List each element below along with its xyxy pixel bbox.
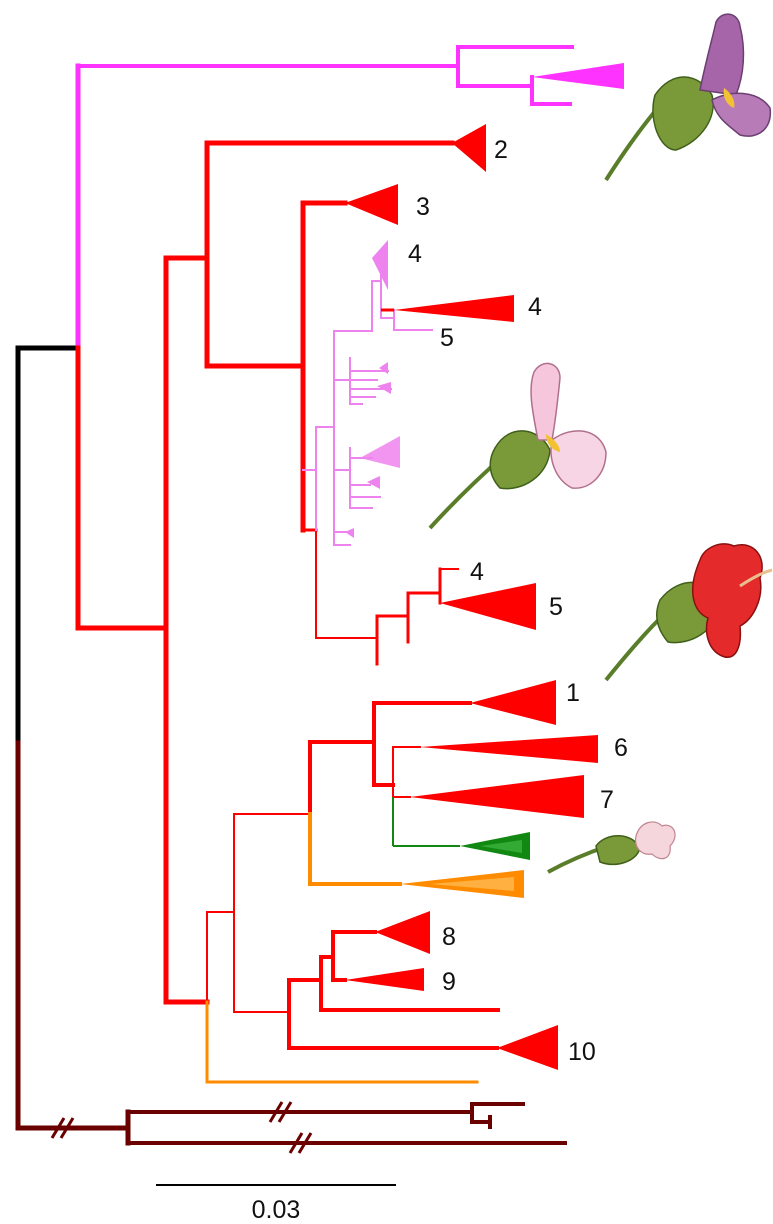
orange-inner [430, 877, 514, 891]
red-flower-icon [604, 543, 773, 682]
break-mark [277, 1101, 293, 1123]
outgroup-branches [15, 1102, 567, 1146]
clade-labels: 2 3 4 4 5 4 5 1 6 7 8 9 10 [408, 136, 628, 1066]
clade-label-4a: 4 [408, 240, 422, 268]
small-white-flower-icon [547, 821, 676, 874]
break-mark [297, 1132, 313, 1154]
red-backbone [75, 140, 459, 1005]
clade-label-10: 10 [568, 1038, 596, 1066]
clade-label-3: 3 [416, 193, 430, 221]
clade-label-8: 8 [442, 923, 456, 951]
clade-label-2: 2 [494, 136, 508, 164]
pink-mini-clade [377, 382, 391, 394]
collapsed-clade-6 [420, 735, 598, 763]
root-branches [15, 345, 81, 1131]
lower-red-collapsed [345, 680, 598, 1070]
clade-label-9: 9 [442, 968, 456, 996]
pink-collapsed-clade-large [360, 436, 400, 468]
pink-mini-clade [345, 528, 354, 538]
collapsed-clade-8 [375, 911, 430, 954]
clade-label-1: 1 [566, 679, 580, 707]
break-mark [288, 1132, 304, 1154]
axis-break-marks [50, 1101, 313, 1154]
pink-mini-clade [367, 476, 380, 489]
collapsed-clade-4a [372, 240, 388, 290]
magenta-collapsed-clade [532, 63, 624, 89]
pink-collapsed-clades [345, 240, 400, 538]
clade-label-7: 7 [600, 786, 614, 814]
collapsed-clade-3 [345, 184, 398, 225]
clade-label-5a: 5 [440, 324, 454, 352]
break-mark [268, 1101, 284, 1123]
lower-red-branches [163, 701, 500, 1050]
green-inner [480, 840, 522, 853]
scale-bar: 0.03 [156, 1184, 396, 1224]
collapsed-clade-9 [345, 968, 424, 991]
orange-clade [205, 812, 479, 1084]
collapsed-clade-7 [410, 775, 584, 818]
collapsed-clade-1 [470, 680, 556, 725]
clade-label-5b: 5 [549, 593, 563, 621]
pink-flower-icon [428, 362, 607, 530]
collapsed-clade-2 [452, 124, 486, 172]
scale-bar-label: 0.03 [252, 1196, 301, 1224]
pink-mini-clade [379, 362, 388, 374]
break-mark [59, 1117, 75, 1139]
collapsed-clade-10 [497, 1025, 558, 1070]
clade-label-4b: 4 [528, 293, 542, 321]
collapsed-clade-5b [440, 583, 536, 630]
green-clade [392, 797, 460, 847]
collapsed-clade-4b [394, 295, 514, 322]
magenta-clade [75, 45, 574, 351]
clade-label-4c: 4 [470, 558, 484, 586]
break-mark [50, 1117, 66, 1139]
purple-flower-icon [604, 13, 772, 182]
clade-label-6: 6 [614, 734, 628, 762]
pink-clade [302, 257, 433, 546]
